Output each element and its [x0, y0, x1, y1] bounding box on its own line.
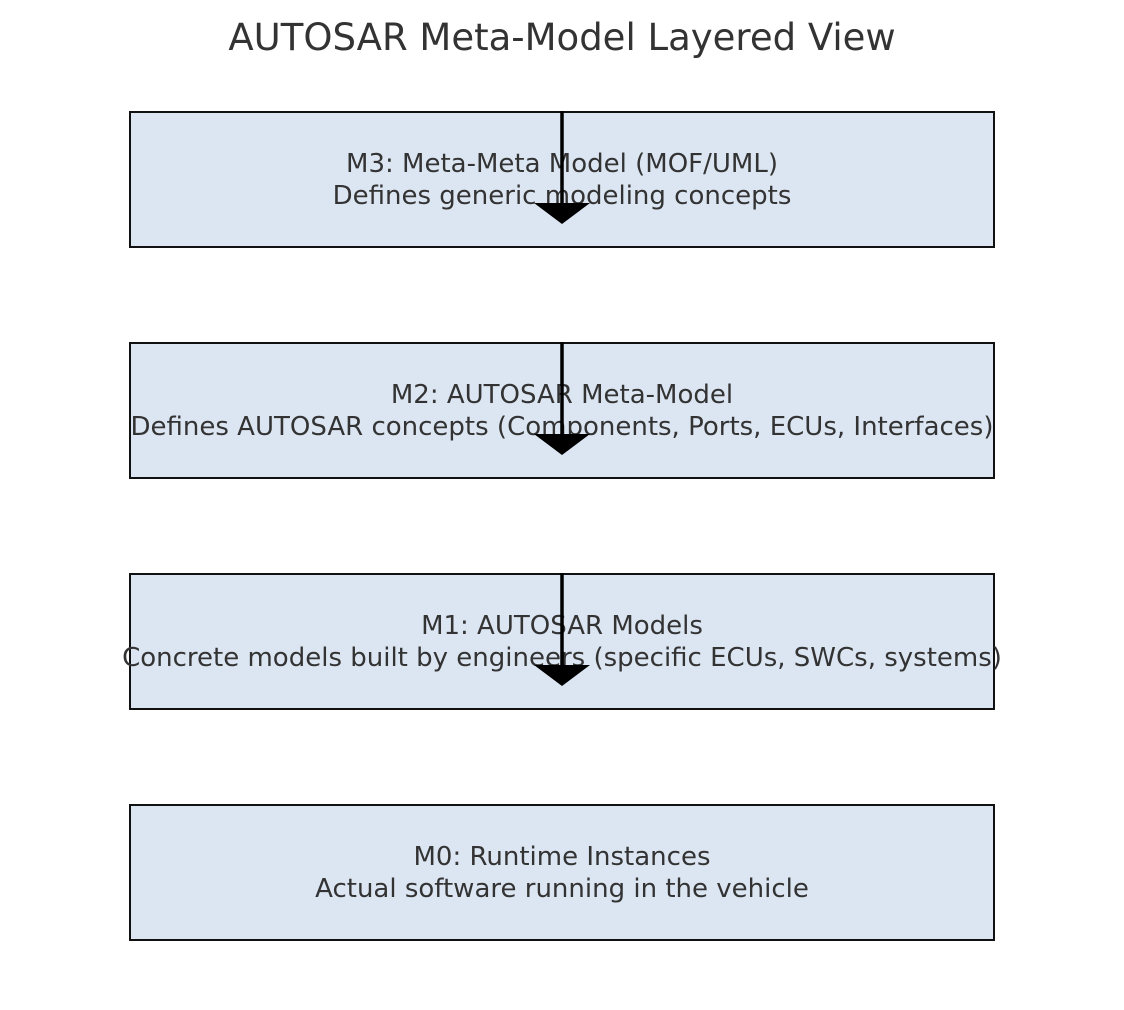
- layer-name-m1: M1: AUTOSAR Models: [421, 610, 703, 641]
- layer-box-m0: M0: Runtime Instances Actual software ru…: [129, 804, 995, 941]
- layer-box-m2: M2: AUTOSAR Meta-Model Defines AUTOSAR c…: [129, 342, 995, 479]
- diagram-title: AUTOSAR Meta-Model Layered View: [228, 16, 896, 59]
- layer-box-m3: M3: Meta-Meta Model (MOF/UML) Defines ge…: [129, 111, 995, 248]
- layer-name-m2: M2: AUTOSAR Meta-Model: [390, 379, 734, 410]
- layer-name-m0: M0: Runtime Instances: [413, 841, 711, 872]
- layer-description-m1: Concrete models built by engineers (spec…: [122, 642, 1002, 673]
- layer-description-m0: Actual software running in the vehicle: [315, 873, 809, 904]
- layer-name-m3: M3: Meta-Meta Model (MOF/UML): [346, 148, 778, 179]
- layer-description-m3: Defines generic modeling concepts: [332, 180, 792, 211]
- layer-box-m1: M1: AUTOSAR Models Concrete models built…: [122, 573, 1002, 710]
- layer-description-m2: Defines AUTOSAR concepts (Components, Po…: [130, 411, 994, 442]
